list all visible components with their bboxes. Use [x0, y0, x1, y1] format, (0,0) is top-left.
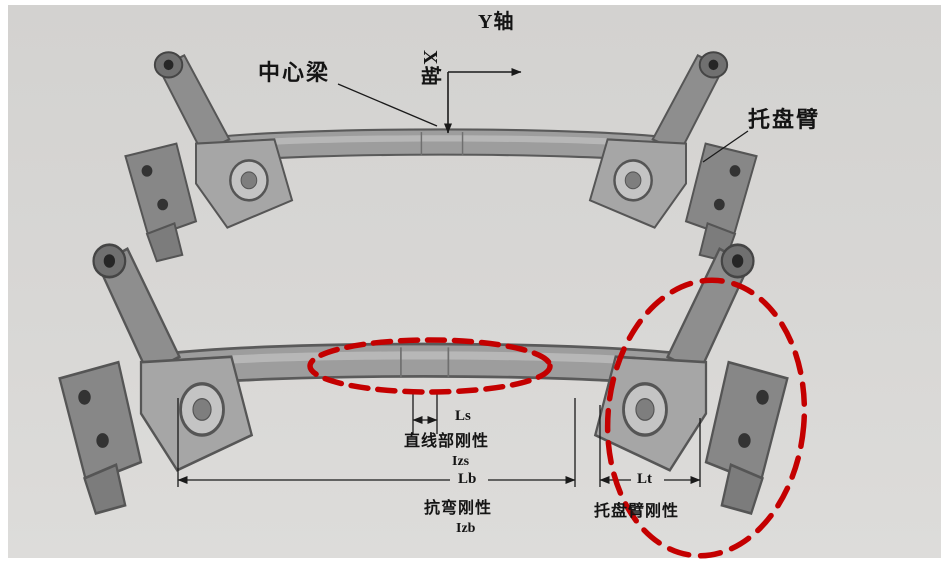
ls-symbol: Ls [455, 408, 471, 424]
beam-center-highlight-ellipse [307, 337, 553, 395]
x-axis-label: X轴 [419, 50, 441, 87]
axle-bottom-view [60, 245, 788, 514]
leader-lines [337, 83, 749, 163]
center-beam-label: 中心梁 [258, 60, 331, 85]
ls-stiffness: Izs [452, 454, 470, 469]
lt-caption: 托盘臂刚性 [594, 503, 680, 520]
ls-caption: 直线部刚性 [404, 433, 490, 450]
lt-symbol: Lt [637, 471, 652, 487]
y-axis-label: Y轴 [478, 11, 515, 33]
lb-caption: 抗弯刚性 [424, 500, 493, 517]
axle-top-view [125, 52, 756, 261]
lb-symbol: Lb [458, 471, 477, 487]
diagram-background [8, 5, 941, 558]
center-beam-leader [337, 83, 438, 127]
axis-arrows [444, 68, 522, 134]
right-arm-highlight-ellipse [604, 277, 808, 559]
lb-stiffness: Izb [456, 521, 476, 536]
trailing-arm-label: 托盘臂 [748, 107, 821, 132]
highlight-annotations [307, 277, 808, 559]
trailing-arm-leader [702, 130, 749, 163]
dimension-lines [177, 390, 701, 487]
